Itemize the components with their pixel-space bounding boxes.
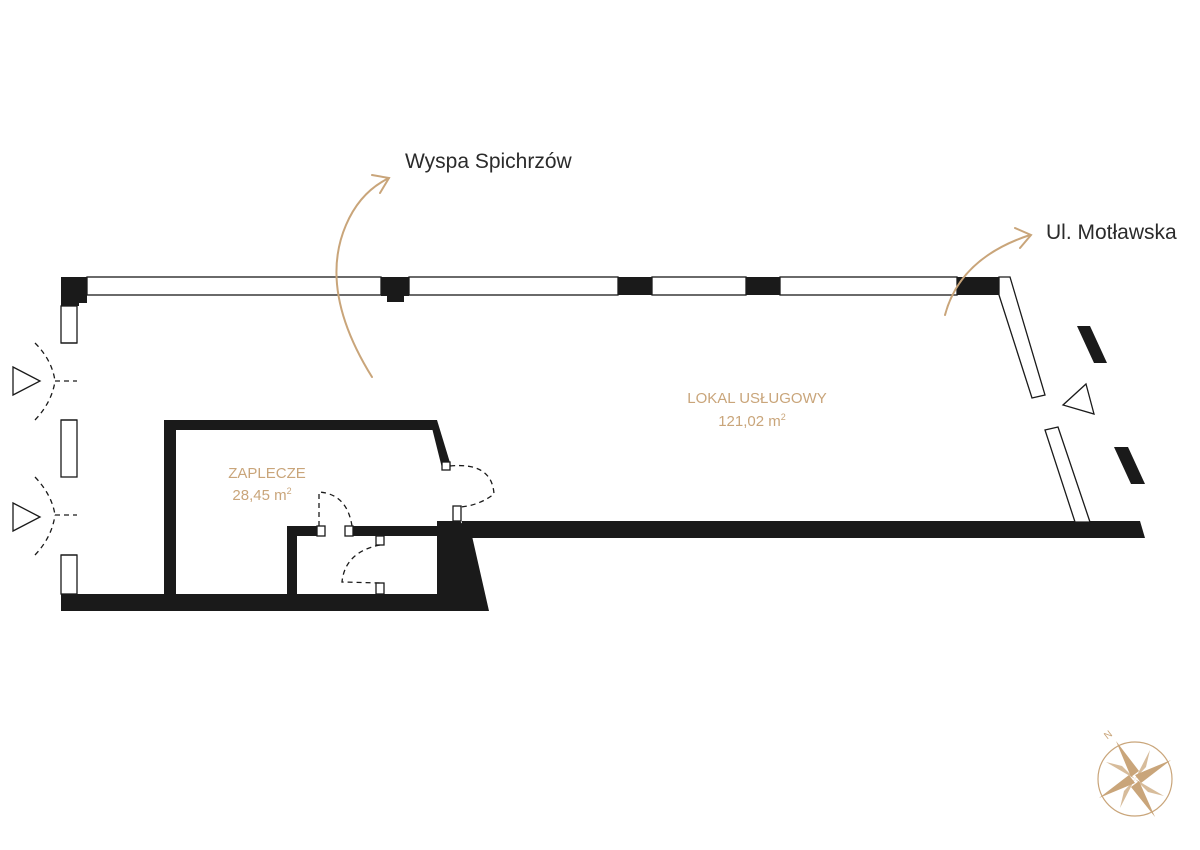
wall-wc-east — [437, 526, 453, 596]
door-west-2-swing — [34, 476, 56, 556]
arrow-east-curve — [944, 234, 1031, 316]
wall-pier-ne — [957, 277, 999, 295]
door-wc-swing — [318, 491, 353, 527]
wall-pier-north-3 — [746, 277, 780, 295]
window-west-1 — [60, 305, 78, 344]
entry-triangle-west-2 — [12, 501, 42, 533]
compass-needle-west — [1099, 775, 1135, 798]
window-north-3 — [651, 276, 747, 296]
wall-south — [61, 594, 439, 611]
door-backroom-jamb-a — [441, 461, 451, 471]
door-wc2-jamb-a — [375, 535, 385, 546]
window-west-2 — [60, 419, 78, 478]
wall-west-cap — [61, 303, 79, 306]
window-north-4 — [779, 276, 958, 296]
compass-needle-sw — [1120, 779, 1135, 808]
wall-backroom-east — [430, 420, 451, 468]
door-backroom-jamb-b — [452, 505, 462, 522]
entry-triangle-east — [1061, 382, 1095, 415]
door-west-1-swing — [34, 342, 56, 421]
compass-needle-nw — [1106, 762, 1135, 779]
arrow-north-head — [371, 174, 391, 194]
window-north-2 — [408, 276, 619, 296]
arrow-east-head — [1014, 227, 1033, 249]
wall-south-long — [462, 521, 1145, 538]
window-east-2 — [1044, 426, 1091, 523]
wall-pier-north-1-foot — [387, 295, 404, 302]
compass-rose: N — [1097, 729, 1173, 817]
wall-wc-west — [287, 526, 297, 596]
room-area-zaplecze: 28,45 m2 — [232, 486, 291, 504]
doors — [12, 342, 1095, 595]
window-north-1 — [86, 276, 382, 296]
compass-needle-ne — [1135, 750, 1150, 779]
wall-corner-nw — [61, 277, 79, 305]
wall-east-block-1 — [1077, 326, 1107, 363]
compass-needle-se — [1135, 779, 1164, 796]
compass-circle — [1097, 741, 1173, 817]
walls — [61, 277, 1145, 611]
wall-east-block-2 — [1114, 447, 1145, 484]
room-label-zaplecze: ZAPLECZE 28,45 m2 — [228, 465, 306, 504]
room-name-zaplecze: ZAPLECZE — [228, 465, 306, 482]
window-west-3 — [60, 554, 78, 595]
label-wyspa-spichrzow: Wyspa Spichrzów — [405, 150, 573, 173]
door-wc2-jamb-b — [375, 582, 385, 595]
room-area-lokal: 121,02 m2 — [718, 412, 786, 430]
wall-pier-north-2 — [618, 277, 652, 295]
room-name-lokal: LOKAL USŁUGOWY — [687, 390, 826, 407]
entry-triangle-west-1 — [12, 365, 42, 397]
door-backroom-swing — [449, 464, 495, 508]
door-wc-jamb-b — [344, 525, 354, 537]
wall-backroom-north — [164, 420, 436, 430]
wall-backroom-west — [164, 420, 176, 596]
wall-wc-north-a — [287, 526, 317, 536]
compass-needle-east — [1135, 760, 1171, 783]
window-east-1 — [998, 276, 1046, 399]
compass-needle-north — [1116, 741, 1139, 777]
label-ul-motlawska: Ul. Motławska — [1046, 221, 1177, 244]
door-wc-jamb-a — [316, 525, 326, 537]
wall-wc-north-b — [353, 526, 453, 536]
compass-north-letter: N — [1102, 729, 1114, 742]
direction-arrows — [335, 174, 1033, 378]
wall-pier-north-1 — [381, 277, 409, 296]
windows — [60, 276, 1091, 595]
door-wc2-swing — [341, 544, 381, 584]
arrow-north-curve — [335, 177, 390, 378]
room-label-lokal: LOKAL USŁUGOWY 121,02 m2 — [687, 390, 826, 430]
compass-needle-south — [1131, 781, 1155, 817]
